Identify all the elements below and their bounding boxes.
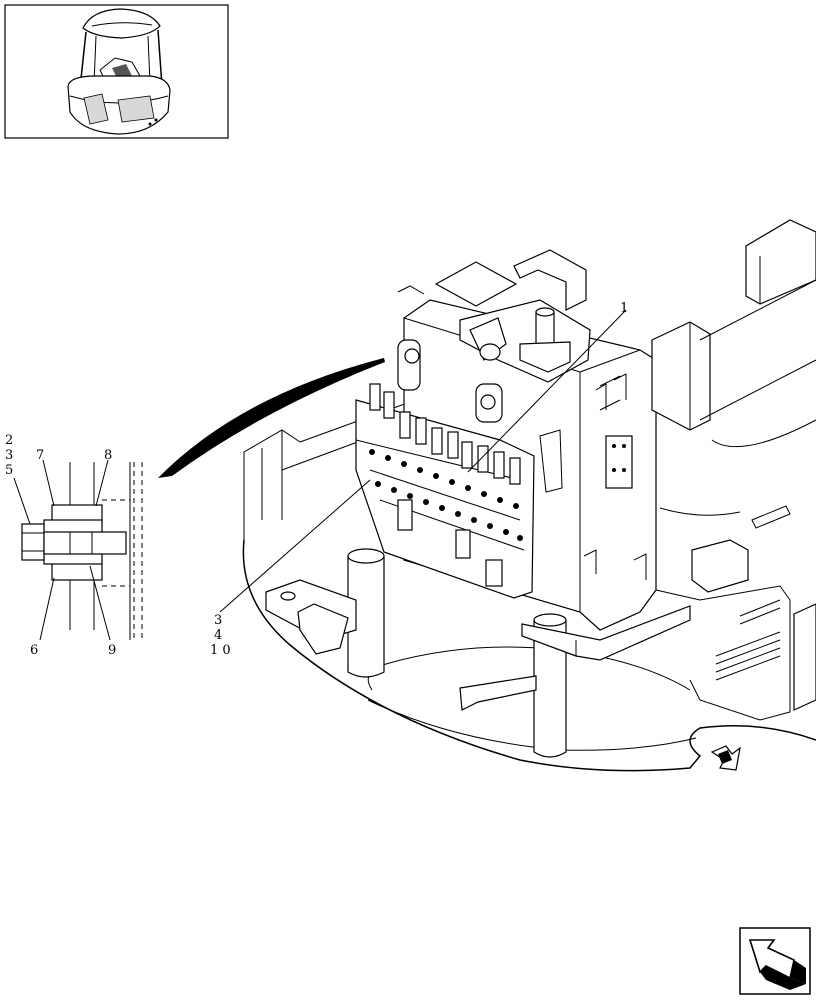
callout-5: 5 (5, 463, 13, 478)
machine-overview-thumbnail (4, 4, 229, 139)
control-valve-assembly (242, 219, 816, 772)
callout-9: 9 (108, 643, 116, 658)
callout-3: 3 (5, 448, 13, 463)
callout-8: 8 (104, 448, 112, 463)
previous-page-arrow-icon[interactable] (739, 927, 811, 995)
callout-7: 7 (36, 448, 44, 463)
callout-6: 6 (30, 643, 38, 658)
callout-2: 2 (5, 433, 13, 448)
detail-pointer-swoosh (158, 358, 385, 478)
bolt-section-detail (13, 459, 143, 641)
callout-10: 1 0 (210, 643, 231, 658)
callout-1: 1 (620, 301, 628, 316)
callout-4: 4 (214, 628, 222, 643)
callout-3-main: 3 (214, 613, 222, 628)
